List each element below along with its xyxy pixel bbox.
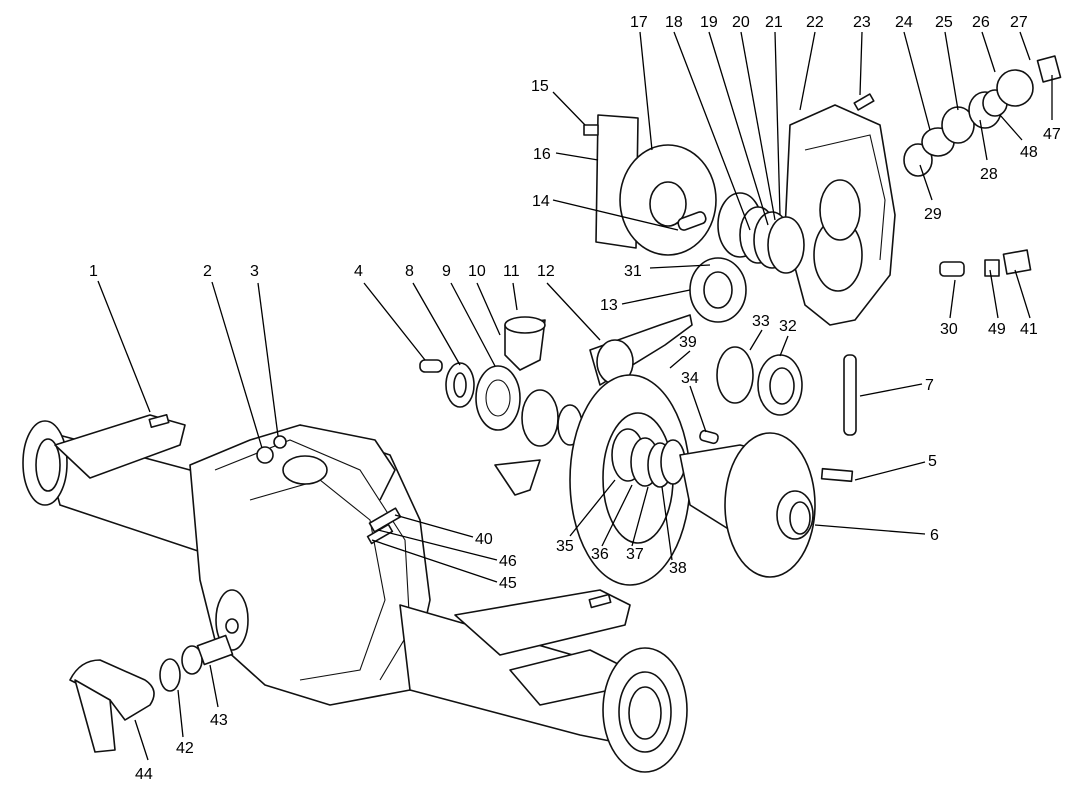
callout-42: 42 xyxy=(176,740,194,757)
cross-shaft-7 xyxy=(843,354,857,436)
differential-gears xyxy=(419,314,693,496)
gear-17 xyxy=(619,144,717,256)
callout-12: 12 xyxy=(537,263,555,280)
callout-6: 6 xyxy=(930,527,939,544)
callout-46: 46 xyxy=(499,553,517,570)
callout-3: 3 xyxy=(250,263,259,280)
callout-4: 4 xyxy=(354,263,363,280)
callout-18: 18 xyxy=(665,14,683,31)
callout-29: 29 xyxy=(924,206,942,223)
callout-21: 21 xyxy=(765,14,783,31)
callout-15: 15 xyxy=(531,78,549,95)
input-shaft-parts xyxy=(903,55,1062,177)
callout-24: 24 xyxy=(895,14,913,31)
axle-housing xyxy=(22,414,688,773)
callout-19: 19 xyxy=(700,14,718,31)
callout-36: 36 xyxy=(591,546,609,563)
bearing-13-31 xyxy=(689,257,747,323)
callout-44: 44 xyxy=(135,766,153,783)
callout-labels: 1 2 3 4 8 9 10 11 12 13 14 15 16 17 18 1… xyxy=(89,14,1061,783)
callout-39: 39 xyxy=(679,334,697,351)
callout-47: 47 xyxy=(1043,126,1061,143)
callout-25: 25 xyxy=(935,14,953,31)
clutch-pack-18-21 xyxy=(717,192,805,274)
callout-2: 2 xyxy=(203,263,212,280)
bolts-15-23 xyxy=(583,93,875,136)
gearbox-housing xyxy=(784,104,896,326)
shims-35-38 xyxy=(611,428,686,488)
callout-16: 16 xyxy=(533,146,551,163)
pin-14 xyxy=(677,211,707,231)
callout-32: 32 xyxy=(779,318,797,335)
callout-43: 43 xyxy=(210,712,228,729)
bearing-32-33 xyxy=(716,346,803,416)
callout-30: 30 xyxy=(940,321,958,338)
callout-9: 9 xyxy=(442,263,451,280)
callout-41: 41 xyxy=(1020,321,1038,338)
differential-case xyxy=(679,432,816,578)
callout-23: 23 xyxy=(853,14,871,31)
callout-8: 8 xyxy=(405,263,414,280)
callout-1: 1 xyxy=(89,263,98,280)
callout-22: 22 xyxy=(806,14,824,31)
callout-5: 5 xyxy=(928,453,937,470)
fitting-30-41-49 xyxy=(939,249,1032,277)
drain-hose-assembly xyxy=(69,634,234,753)
callout-17: 17 xyxy=(630,14,648,31)
callout-10: 10 xyxy=(468,263,486,280)
callout-20: 20 xyxy=(732,14,750,31)
callout-14: 14 xyxy=(532,193,550,210)
breather-plug xyxy=(256,435,287,464)
callout-34: 34 xyxy=(681,370,699,387)
leader-lines xyxy=(97,31,1053,761)
callout-45: 45 xyxy=(499,575,517,592)
callout-11: 11 xyxy=(503,263,520,280)
callout-40: 40 xyxy=(475,531,493,548)
callout-35: 35 xyxy=(556,538,574,555)
callout-13: 13 xyxy=(600,297,618,314)
callout-7: 7 xyxy=(925,377,934,394)
callout-37: 37 xyxy=(626,546,644,563)
callout-26: 26 xyxy=(972,14,990,31)
bolt-5 xyxy=(820,467,854,483)
callout-31: 31 xyxy=(624,263,642,280)
callout-38: 38 xyxy=(669,560,687,577)
callout-48: 48 xyxy=(1020,144,1038,161)
callout-49: 49 xyxy=(988,321,1006,338)
callout-28: 28 xyxy=(980,166,998,183)
callout-27: 27 xyxy=(1010,14,1028,31)
callout-33: 33 xyxy=(752,313,770,330)
pin-34 xyxy=(699,429,719,445)
